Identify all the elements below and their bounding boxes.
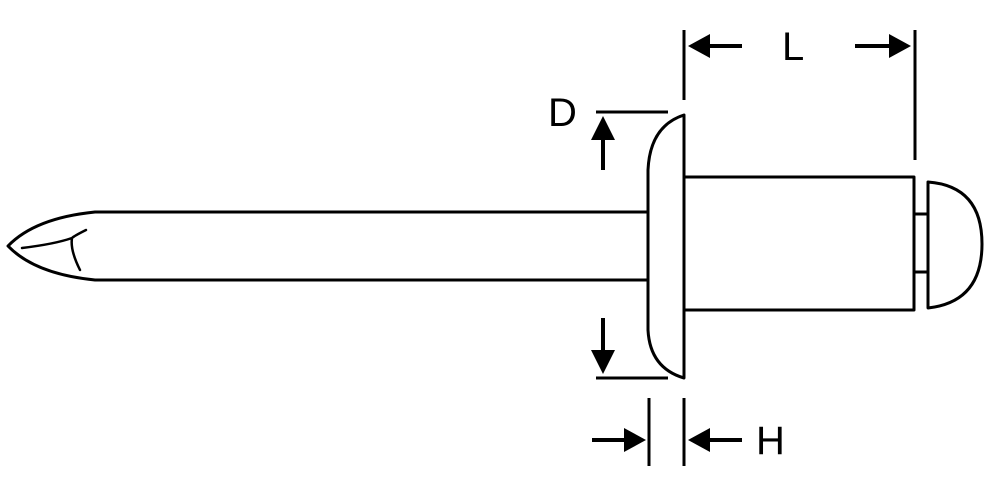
length-arrow-right-head [889, 34, 911, 58]
rivet-body [682, 175, 916, 312]
head-height-arrow-left-head [624, 428, 646, 452]
dimension-diameter: D [548, 91, 668, 380]
mandrel-head [912, 180, 984, 310]
dimension-length: L [682, 25, 917, 160]
dimension-head-height: H [592, 398, 785, 466]
head-height-arrow-right-head [688, 428, 710, 452]
length-arrow-left-head [688, 34, 710, 58]
diameter-arrow-top-head [591, 116, 615, 140]
rivet-flange [646, 113, 686, 380]
mandrel-neck [912, 212, 930, 274]
mandrel-tip-mark [20, 228, 88, 272]
mandrel [6, 210, 652, 282]
diameter-arrow-bottom-head [591, 350, 615, 374]
head-height-label: H [756, 419, 785, 463]
mandrel-outline [6, 210, 652, 282]
diameter-label: D [548, 91, 577, 135]
mandrel-dome [926, 180, 984, 310]
length-label: L [782, 25, 804, 69]
